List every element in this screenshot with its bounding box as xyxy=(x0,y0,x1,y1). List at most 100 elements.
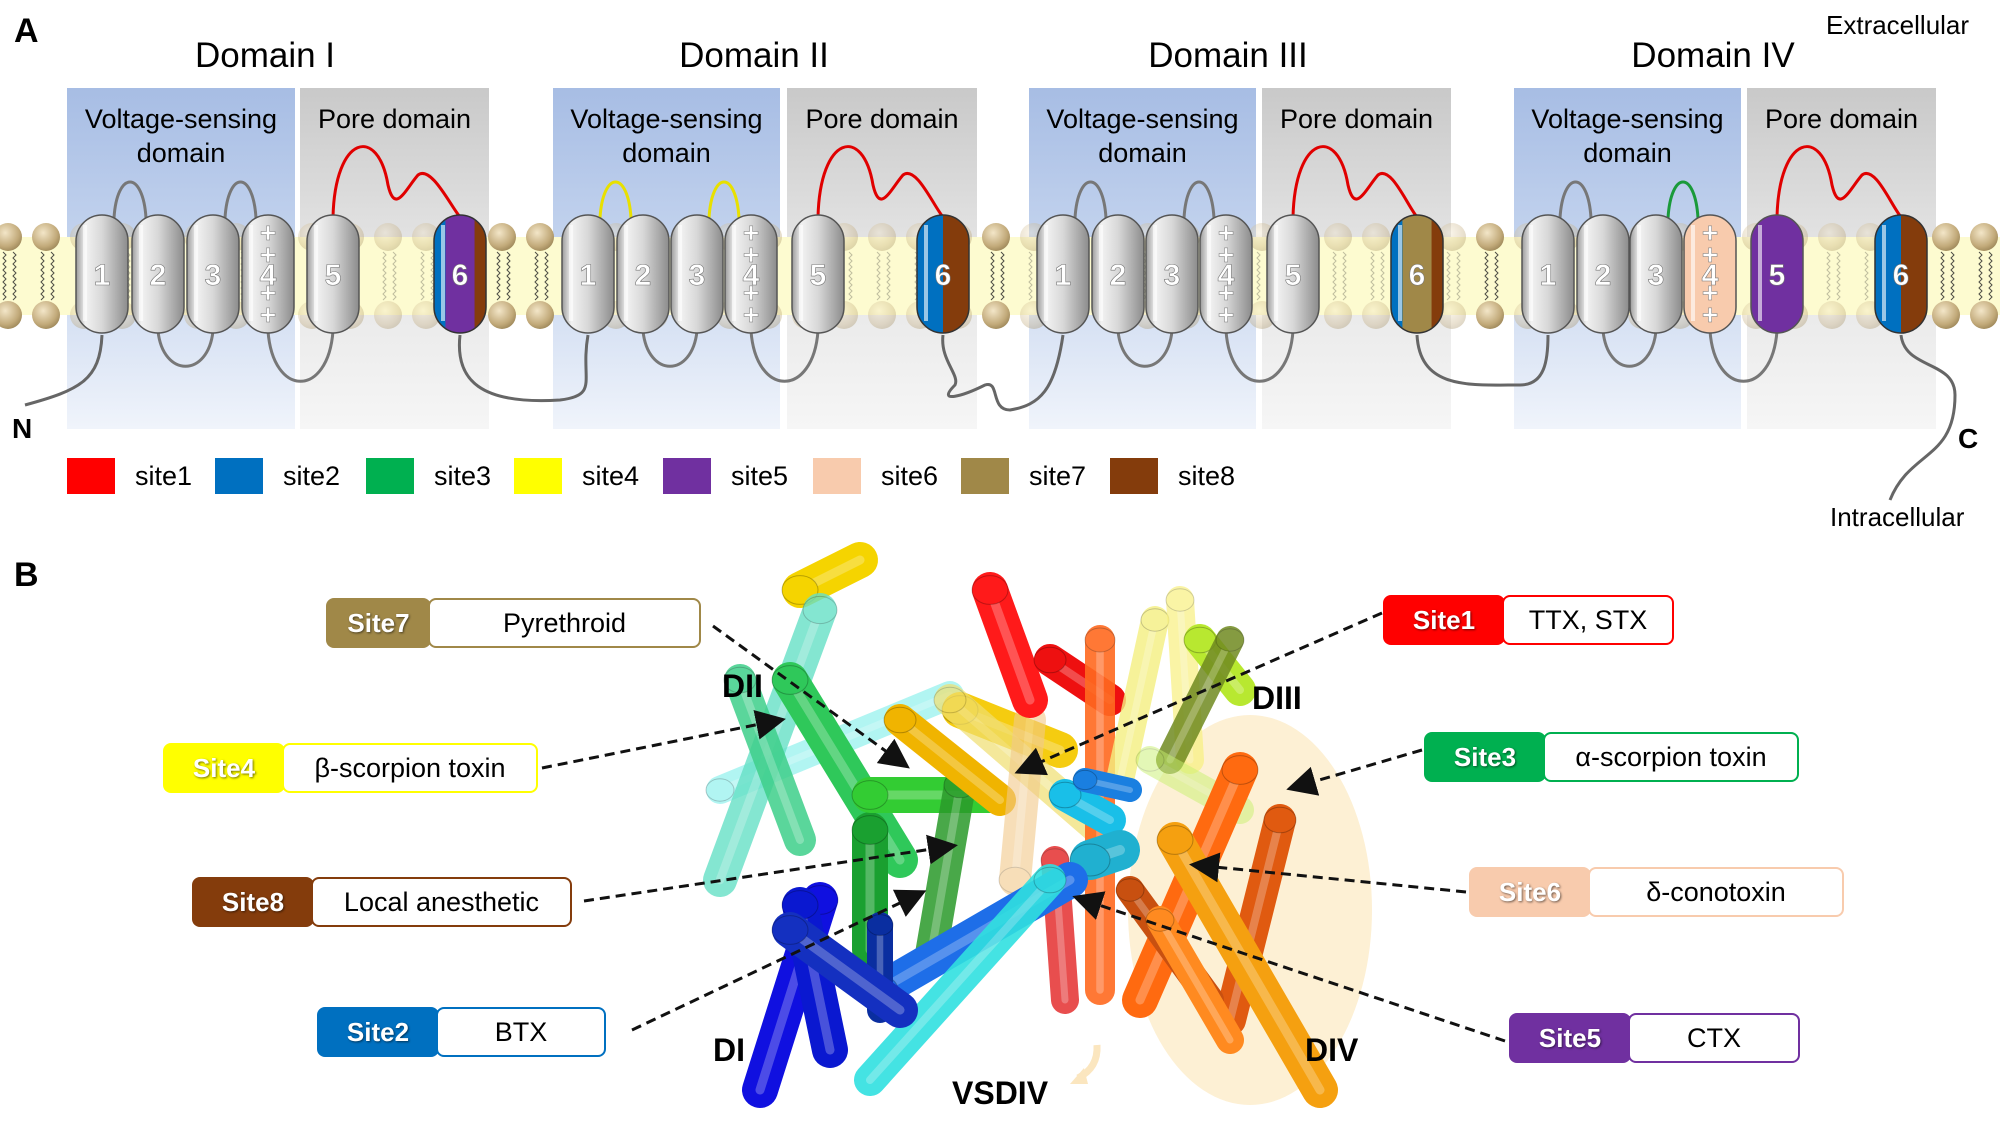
legend-swatch xyxy=(1110,458,1158,494)
site3-tag: Site3 xyxy=(1424,732,1546,782)
linker xyxy=(24,334,104,407)
helix-s1: 1 xyxy=(1521,214,1575,334)
legend-item-site5: site5 xyxy=(663,458,788,494)
site1-ligand: TTX, STX xyxy=(1502,595,1674,645)
helix-number: 2 xyxy=(635,259,652,292)
site3-ligand: α-scorpion toxin xyxy=(1543,732,1799,782)
legend-swatch xyxy=(813,458,861,494)
helix-number: 6 xyxy=(1409,259,1426,292)
helix-s4: 4++++ xyxy=(241,214,295,334)
helix-number: 6 xyxy=(935,259,952,292)
helix-number: 2 xyxy=(1595,259,1612,292)
helix-s6: 6 xyxy=(1390,214,1444,334)
helix-cylinder xyxy=(854,864,1067,1096)
helix-s4: 4++++ xyxy=(1199,214,1253,334)
helix-number: 3 xyxy=(205,259,222,292)
plus-charge-icon: + xyxy=(260,277,276,308)
helix-s6: 6 xyxy=(916,214,970,334)
helix-s3: 3 xyxy=(1629,214,1683,334)
lipid-head xyxy=(1324,223,1352,251)
linker xyxy=(457,334,590,403)
domain-label-vsdiv: VSDIV xyxy=(952,1075,1049,1111)
helix-number: 5 xyxy=(1285,259,1302,292)
lipid-head xyxy=(32,301,60,329)
panel-a-label: A xyxy=(14,12,39,50)
pore-label: Pore domain xyxy=(1279,104,1434,134)
plus-charge-icon: + xyxy=(743,277,759,308)
linker xyxy=(941,334,1065,412)
legend-item-site7: site7 xyxy=(961,458,1086,494)
site7-tag: Site7 xyxy=(326,598,431,648)
helix-number: 4 xyxy=(1702,259,1719,292)
linker xyxy=(1415,334,1550,387)
legend-item-site4: site4 xyxy=(514,458,639,494)
lipid-head xyxy=(1932,223,1960,251)
helix-cylinder xyxy=(723,664,816,856)
plus-charge-icon: + xyxy=(743,299,759,330)
legend-swatch xyxy=(514,458,562,494)
helix-s3: 3 xyxy=(670,214,724,334)
lipid-head xyxy=(488,223,516,251)
legend-label: site2 xyxy=(283,460,341,491)
c-terminus-label: C xyxy=(1958,423,1979,454)
plus-charge-icon: + xyxy=(743,217,759,248)
legend-label: site5 xyxy=(731,460,789,491)
helix-number: 2 xyxy=(150,259,167,292)
pore-label: Pore domain xyxy=(317,104,472,134)
domain-label-di: DI xyxy=(713,1032,745,1068)
site-leader-line xyxy=(1072,891,1506,1043)
lipid-head xyxy=(526,223,554,251)
plus-charge-icon: + xyxy=(1218,217,1234,248)
lipid-head xyxy=(32,223,60,251)
helix-cylinder xyxy=(1072,768,1142,802)
lipid-head xyxy=(1438,223,1466,251)
site-leader-line xyxy=(1189,852,1467,894)
pore-label: Pore domain xyxy=(1764,104,1919,134)
helix-number: 1 xyxy=(1055,259,1072,292)
helix-number: 4 xyxy=(260,259,277,292)
helix-number: 1 xyxy=(1540,259,1557,292)
plus-charge-icon: + xyxy=(1218,277,1234,308)
plus-charge-icon: + xyxy=(260,299,276,330)
lipid-head xyxy=(0,301,22,329)
legend-swatch xyxy=(663,458,711,494)
lipid-head xyxy=(982,223,1010,251)
site2-tag: Site2 xyxy=(317,1007,439,1057)
lipid-head xyxy=(1970,301,1998,329)
helix-number: 5 xyxy=(1769,259,1786,292)
helix-s2: 2 xyxy=(1091,214,1145,334)
plus-charge-icon: + xyxy=(1702,217,1718,248)
site6-ligand: δ-conotoxin xyxy=(1588,867,1844,917)
helix-s6: 6 xyxy=(433,214,487,334)
helix-s3: 3 xyxy=(186,214,240,334)
helix-number: 5 xyxy=(325,259,342,292)
helix-s1: 1 xyxy=(561,214,615,334)
lipid-head xyxy=(0,223,22,251)
plus-charge-icon: + xyxy=(1218,239,1234,270)
site5-tag: Site5 xyxy=(1509,1013,1631,1063)
lipid-head xyxy=(982,301,1010,329)
helix-s5: 5 xyxy=(306,214,360,334)
lipid-head xyxy=(488,301,516,329)
legend-swatch xyxy=(366,458,414,494)
helix-number: 6 xyxy=(1893,259,1910,292)
lipid-head xyxy=(374,301,402,329)
site4-ligand: β-scorpion toxin xyxy=(282,743,538,793)
loops xyxy=(24,145,1957,501)
site-leader-line xyxy=(1286,748,1423,796)
legend-swatch xyxy=(67,458,115,494)
extracellular-label: Extracellular xyxy=(1826,10,1970,40)
vsd-label: Voltage-sensing domain xyxy=(84,104,278,168)
helix-number: 3 xyxy=(1164,259,1181,292)
legend-item-site3: site3 xyxy=(366,458,491,494)
site8-ligand: Local anesthetic xyxy=(311,877,572,927)
lipid-head xyxy=(1476,223,1504,251)
helix-cylinder xyxy=(771,912,918,1028)
helix-s5: 5 xyxy=(791,214,845,334)
lipid-head xyxy=(1970,223,1998,251)
legend-label: site1 xyxy=(135,460,193,491)
site4-tag: Site4 xyxy=(163,743,285,793)
legend-label: site3 xyxy=(434,460,492,491)
helix-s5: 5 xyxy=(1266,214,1320,334)
